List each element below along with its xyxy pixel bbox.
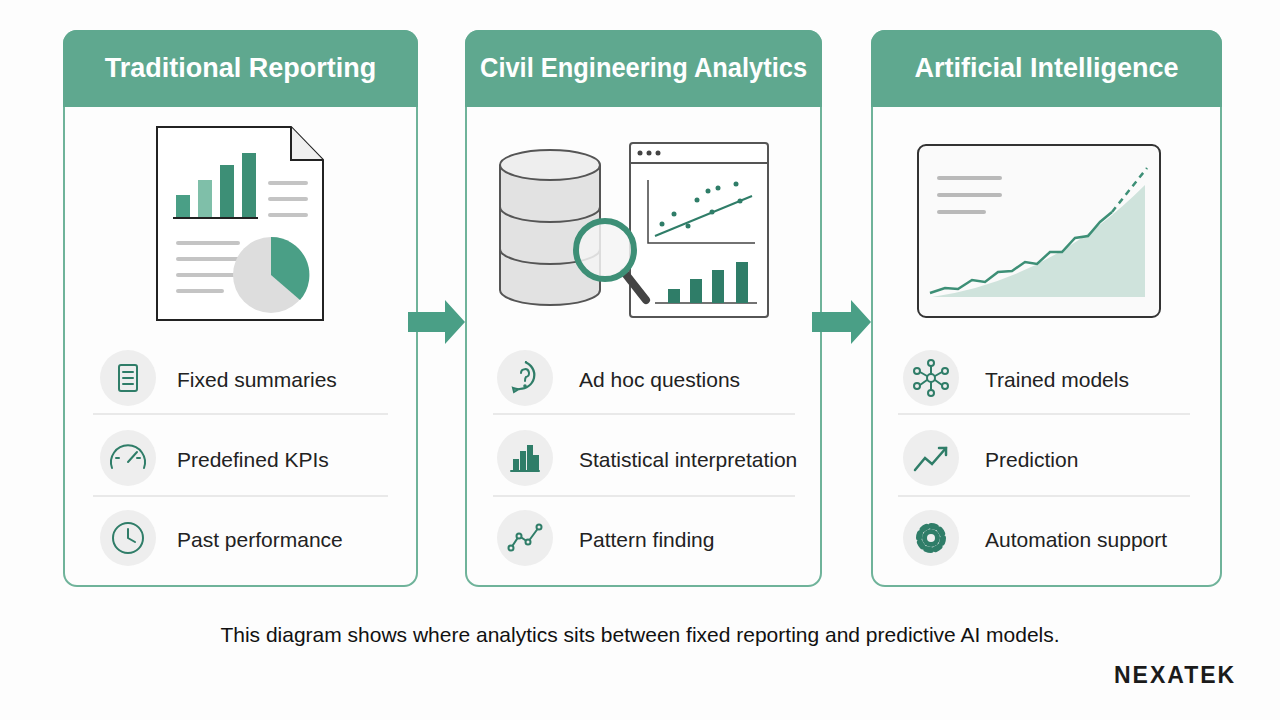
list-item: Prediction (985, 448, 1078, 472)
panel-title: Artificial Intelligence (914, 53, 1178, 84)
icon-circles (100, 350, 959, 566)
list-item: Fixed summaries (177, 368, 337, 392)
list-item: Statistical interpretation (579, 448, 797, 472)
report-illustration (157, 127, 323, 320)
list-item: Trained models (985, 368, 1129, 392)
panel-title: Traditional Reporting (105, 53, 377, 84)
panel-header: Traditional Reporting (63, 30, 418, 107)
panel-header: Artificial Intelligence (871, 30, 1222, 107)
flow-arrow (812, 300, 871, 344)
list-item: Pattern finding (579, 528, 714, 552)
logo-text: NEXATEK (1114, 662, 1236, 689)
ai-illustration (918, 145, 1160, 317)
reporting-panel: Traditional ReportingFixed summariesPred… (63, 30, 418, 587)
panel-title: Civil Engineering Analytics (480, 53, 807, 84)
caption: This diagram shows where analytics sits … (0, 623, 1280, 647)
flow-arrow (408, 300, 465, 344)
icons (111, 360, 948, 553)
panel-header: Civil Engineering Analytics (465, 30, 822, 107)
list-item: Automation support (985, 528, 1167, 552)
analytics-panel: Civil Engineering Analytics Ad hoc questi… (465, 30, 822, 587)
list-item: Past performance (177, 528, 343, 552)
row-separators (93, 414, 1190, 496)
analytics-illustration (500, 143, 768, 317)
list-item: Ad hoc questions (579, 368, 740, 392)
ai-panel: Artificial IntelligenceTrained modelsPre… (871, 30, 1222, 587)
list-item: Predefined KPIs (177, 448, 329, 472)
